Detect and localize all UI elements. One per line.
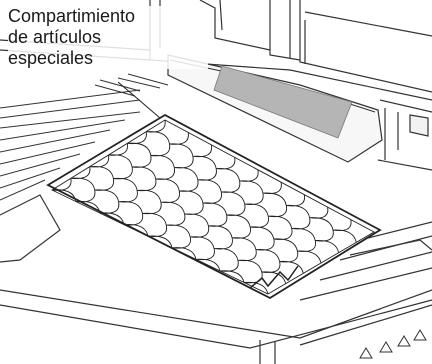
quilt-stitch bbox=[184, 202, 209, 227]
quilt-stitch bbox=[237, 249, 263, 273]
special-items-compartment-label: Compartimiento de artículos especiales bbox=[8, 6, 208, 69]
vent-slot bbox=[213, 65, 353, 139]
quilt-stitch bbox=[202, 191, 228, 216]
quilt-stitch bbox=[315, 229, 340, 253]
quilt-stitch bbox=[219, 260, 245, 283]
quilt-stitch bbox=[286, 194, 311, 218]
quilt-stitch bbox=[190, 225, 215, 249]
quilt-stitch bbox=[216, 157, 241, 181]
quilt-stitch bbox=[192, 144, 217, 169]
quilt-stitch bbox=[273, 228, 298, 252]
quilt-stitch bbox=[268, 205, 293, 229]
lower-shelf bbox=[0, 194, 432, 364]
quilt-stitch bbox=[279, 250, 304, 274]
quilt-stitch bbox=[142, 202, 167, 226]
quilt-stitch bbox=[146, 119, 170, 145]
quilt-stitch bbox=[214, 237, 239, 261]
quilt-stitch bbox=[108, 143, 133, 168]
quilt-stitch bbox=[195, 248, 221, 272]
vent-housing bbox=[167, 54, 383, 163]
quilt-stitch bbox=[89, 154, 114, 179]
shelf-ribs bbox=[0, 73, 169, 201]
quilt-stitch bbox=[127, 131, 152, 156]
callout-leader bbox=[117, 81, 161, 119]
quilt-stitch bbox=[221, 180, 246, 205]
quilt-stitch bbox=[70, 166, 96, 191]
quilt-stitch bbox=[179, 179, 204, 204]
quilted-tray bbox=[46, 113, 382, 300]
quilt-stitch bbox=[160, 190, 186, 215]
quilt-stitch bbox=[239, 169, 264, 194]
quilt-stitch bbox=[208, 214, 233, 238]
quilt-stitch bbox=[291, 217, 316, 241]
quilt-stitch bbox=[113, 166, 138, 191]
callout-line-1: Compartimiento bbox=[8, 6, 136, 26]
callout-line-3: especiales bbox=[8, 48, 94, 68]
quilt-stitch bbox=[262, 182, 287, 206]
quilt-stitch bbox=[255, 238, 281, 262]
quilt-stitch bbox=[150, 143, 175, 168]
quilt-stitch bbox=[118, 190, 143, 214]
quilt-stitch bbox=[197, 168, 222, 193]
quilt-stitch bbox=[51, 178, 77, 202]
callout-line-2: de artículos bbox=[8, 27, 102, 47]
quilt-stitch bbox=[94, 178, 120, 202]
quilt-stitch bbox=[166, 214, 191, 238]
quilt-stitch bbox=[250, 216, 275, 240]
quilt-stitch bbox=[99, 201, 125, 225]
quilt-stitch bbox=[169, 132, 194, 157]
quilt-stitch bbox=[244, 193, 269, 217]
quilt-stitch bbox=[137, 178, 162, 203]
quilt-stitch bbox=[226, 204, 251, 228]
quilt-stitch bbox=[132, 155, 157, 180]
quilt-stitch bbox=[332, 219, 357, 243]
crisper-drawer bbox=[377, 99, 432, 171]
quilt-stitch bbox=[155, 167, 180, 192]
quilt-stitch bbox=[297, 240, 322, 264]
quilt-stitch bbox=[174, 156, 199, 180]
quilt-stitch bbox=[171, 236, 197, 260]
tray-handle bbox=[249, 265, 299, 289]
drawer-tabs bbox=[359, 329, 427, 359]
quilt-stitch bbox=[75, 189, 101, 214]
quilt-stitch bbox=[309, 207, 334, 231]
quilt-stitch bbox=[123, 213, 149, 237]
quilt-stitch bbox=[232, 226, 257, 250]
quilt-stitch bbox=[147, 225, 173, 248]
